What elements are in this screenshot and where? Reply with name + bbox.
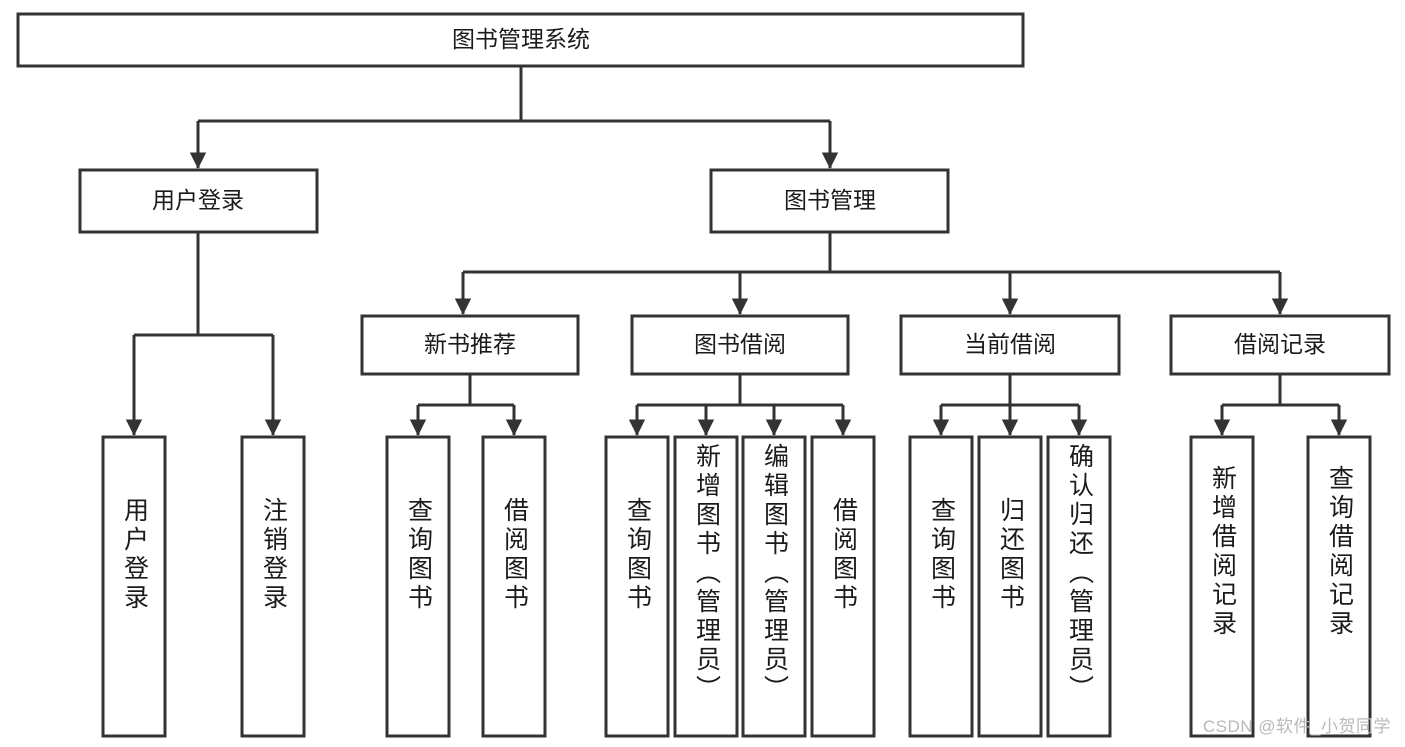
leaf-box-current-borrow-1[interactable] <box>908 435 974 738</box>
node-borrow-record[interactable]: 借阅记录 <box>1169 314 1391 376</box>
node-user-login[interactable]: 用户登录 <box>78 168 319 234</box>
leaf-box-user-login-1[interactable] <box>101 435 167 738</box>
node-current-borrow-label: 当前借阅 <box>964 331 1056 357</box>
leaf-box-current-borrow-2[interactable] <box>977 435 1043 738</box>
node-layer: 图书管理系统 用户登录 图书管理 新书推荐 图书借阅 当前 <box>16 12 1391 738</box>
leaf-box-book-borrow-2[interactable] <box>673 435 739 738</box>
node-book-manage-label: 图书管理 <box>784 187 876 213</box>
leaf-box-book-borrow-4[interactable] <box>810 435 876 738</box>
leaf-box-borrow-record-2[interactable] <box>1306 435 1372 738</box>
watermark-label: CSDN @软件_小贺同学 <box>1202 717 1391 736</box>
leaf-box-book-borrow-1[interactable] <box>604 435 670 738</box>
node-new-book-recommend-label: 新书推荐 <box>424 331 516 357</box>
node-user-login-label: 用户登录 <box>152 187 244 213</box>
leaf-box-borrow-record-1[interactable] <box>1189 435 1255 738</box>
node-current-borrow[interactable]: 当前借阅 <box>899 314 1121 376</box>
node-root-label: 图书管理系统 <box>452 26 590 52</box>
leaf-box-new-book-2[interactable] <box>481 435 547 738</box>
node-book-borrow[interactable]: 图书借阅 <box>630 314 850 376</box>
leaf-box-current-borrow-3[interactable] <box>1046 435 1112 738</box>
node-borrow-record-label: 借阅记录 <box>1234 331 1326 357</box>
node-root[interactable]: 图书管理系统 <box>16 12 1025 68</box>
node-new-book-recommend[interactable]: 新书推荐 <box>360 314 580 376</box>
node-book-borrow-label: 图书借阅 <box>694 331 786 357</box>
leaf-box-user-login-2[interactable] <box>240 435 306 738</box>
connector-layer <box>125 66 1348 436</box>
node-book-manage[interactable]: 图书管理 <box>709 168 950 234</box>
leaf-box-new-book-1[interactable] <box>385 435 451 738</box>
leaf-box-book-borrow-3[interactable] <box>741 435 807 738</box>
